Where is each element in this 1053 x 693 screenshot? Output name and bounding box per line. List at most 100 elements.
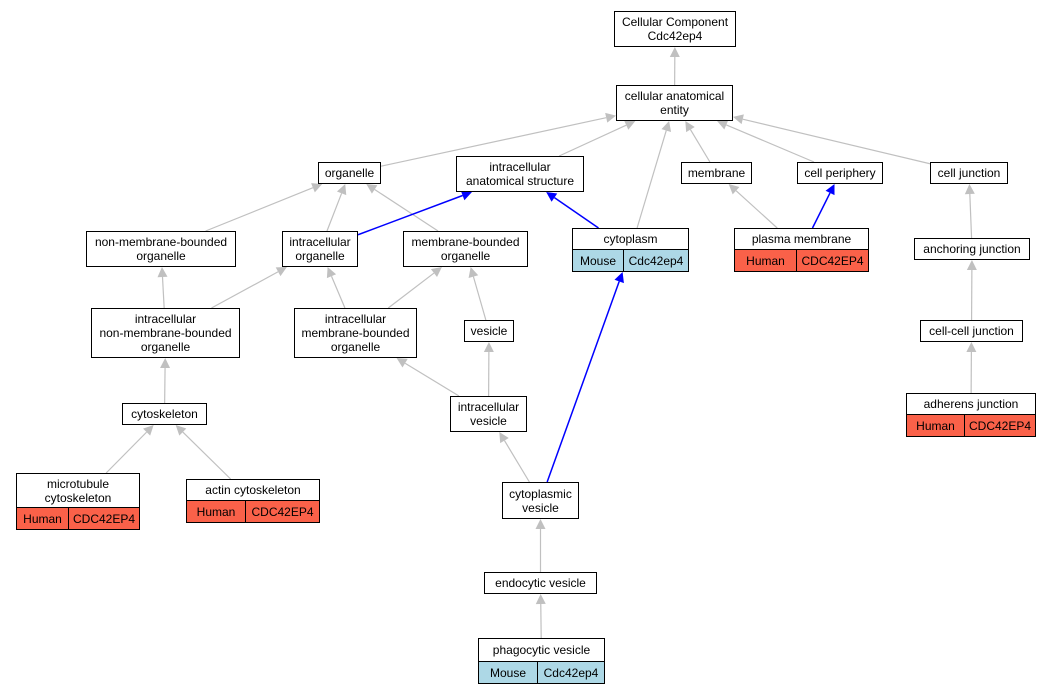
go-term-node[interactable]: cell junction (930, 162, 1008, 184)
edge-arrowhead (326, 267, 337, 279)
go-term-label-line: anatomical structure (465, 174, 575, 188)
go-term-label-line: intracellular (289, 235, 351, 249)
edge-arrowhead (728, 184, 740, 195)
go-term-label-line: microtubule (46, 476, 110, 491)
go-term-label-line: Cdc42ep4 (647, 29, 703, 43)
go-term-node[interactable]: organelle (318, 162, 381, 184)
go-term-node[interactable]: anchoring junction (914, 238, 1030, 260)
is-a-edge (374, 188, 439, 232)
go-term-label-line: phagocytic vesicle (492, 643, 591, 657)
go-term-node[interactable]: vesicle (464, 320, 514, 342)
is-a-edge (387, 272, 435, 309)
is-a-edge (742, 118, 931, 165)
gene-cell: Cdc42ep4 (623, 250, 688, 271)
go-term-label: cytoplasm (573, 229, 688, 249)
edge-arrowhead (966, 260, 977, 271)
is-a-edge (380, 117, 607, 167)
edge-arrowhead (733, 114, 744, 125)
go-term-label: anchoring junction (915, 239, 1029, 259)
edge-arrowhead (157, 267, 168, 278)
edge-arrowhead (143, 425, 154, 436)
edge-arrowhead (160, 358, 171, 369)
go-term-label-line: organelle (324, 166, 375, 180)
go-term-label-line: vesicle (470, 324, 508, 338)
species-cell: Mouse (579, 253, 617, 268)
edge-arrowhead (499, 432, 509, 444)
edge-arrowhead (685, 121, 695, 133)
edge-arrowhead (546, 192, 558, 202)
go-term-label-line: plasma membrane (751, 232, 852, 246)
go-term-label-line: actin cytoskeleton (205, 483, 301, 497)
is-a-edge (330, 275, 346, 309)
go-term-label-line: cytoskeleton (131, 407, 198, 421)
go-term-label: cell junction (931, 163, 1007, 183)
edge-arrowhead (460, 190, 472, 201)
go-term-label-line: cell periphery (804, 166, 876, 180)
go-term-node[interactable]: membrane (681, 162, 752, 184)
go-term-label: adherens junction (907, 394, 1035, 414)
part-of-edge (553, 197, 599, 229)
go-term-label: phagocytic vesicle (479, 639, 604, 661)
species-cell: Human (916, 418, 955, 433)
edge-arrowhead (430, 267, 442, 278)
gene-cell: Cdc42ep4 (537, 662, 604, 683)
edge-arrowhead (717, 120, 729, 130)
part-of-edge (546, 281, 620, 483)
go-term-label-line: intracellular (134, 312, 197, 326)
species-cell: Mouse (489, 665, 527, 680)
go-term-node[interactable]: cell periphery (797, 162, 883, 184)
edge-arrowhead (605, 112, 616, 123)
go-term-label-line: anchoring junction (923, 242, 1021, 256)
go-term-label-line: intracellular (324, 312, 387, 326)
go-term-node[interactable]: cell-cell junction (920, 320, 1023, 342)
go-term-label-line: organelle (330, 340, 381, 354)
species-cell: Human (23, 511, 62, 526)
go-term-node[interactable]: cytoskeleton (122, 403, 207, 425)
go-term-label-line: cytoskeleton (44, 490, 112, 505)
edge-arrowhead (614, 272, 624, 284)
go-term-label-line: cellular anatomical (624, 89, 725, 103)
gene-cell: CDC42EP4 (245, 501, 319, 522)
go-term-label-line: non-membrane-bounded (99, 326, 232, 340)
is-a-edge (558, 124, 627, 157)
is-a-edge (735, 190, 778, 229)
go-term-label-line: cytoplasmic (509, 486, 572, 501)
go-term-label-line: intracellular (457, 400, 520, 414)
is-a-edge (211, 271, 279, 309)
go-term-label-line: entity (660, 103, 689, 117)
go-term-label: cytoskeleton (123, 404, 206, 424)
edge-arrowhead (966, 342, 977, 353)
go-term-node[interactable]: endocytic vesicle (484, 572, 597, 594)
species-cell: Human (196, 504, 236, 519)
go-term-label-line: organelle (295, 249, 345, 263)
is-a-edge (182, 431, 232, 480)
edge-arrowhead (624, 120, 636, 130)
go-term-label: vesicle (465, 321, 513, 341)
go-term-label-line: cytoplasm (603, 232, 658, 246)
species-cell: Human (746, 253, 785, 268)
annotation-row: Mouse Cdc42ep4 (479, 661, 604, 683)
